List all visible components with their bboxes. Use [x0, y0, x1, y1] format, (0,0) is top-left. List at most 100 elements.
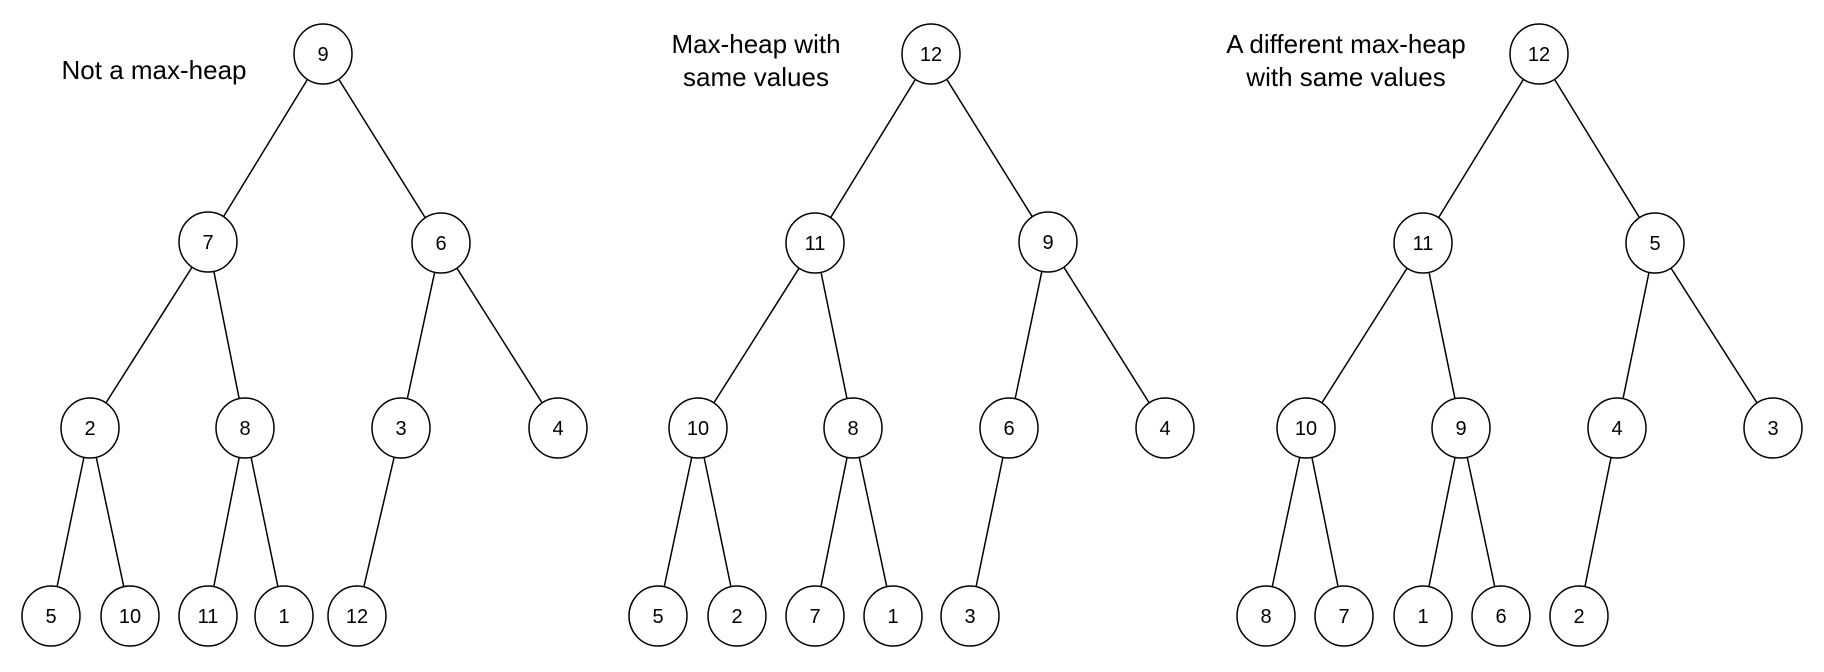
- tree-edge: [1008, 241, 1049, 429]
- tree-node-value: 3: [1767, 418, 1778, 440]
- tree-node-value: 11: [805, 233, 826, 255]
- caption-line: Not a max-heap: [61, 55, 247, 85]
- tree-edge: [697, 242, 816, 429]
- tree-node-circle: [707, 585, 767, 647]
- tree-node-value: 8: [847, 418, 858, 440]
- tree-node-value: 12: [346, 606, 368, 628]
- tree-node-value: 9: [1455, 418, 1466, 440]
- tree-node-circle: [1587, 397, 1647, 459]
- tree-edge: [322, 53, 442, 244]
- tree-edge: [1654, 242, 1774, 429]
- tree-edge: [1047, 241, 1166, 429]
- tree-node-circle: [628, 585, 688, 647]
- tree-node-value: 7: [202, 232, 213, 254]
- tree-node-circle: [785, 212, 845, 274]
- tree-edge: [1578, 427, 1618, 617]
- tree-node-circle: [1509, 23, 1569, 85]
- tree-node-value: 8: [1260, 606, 1271, 628]
- tree-node-value: 9: [317, 44, 328, 66]
- tree-node-circle: [1314, 585, 1374, 647]
- tree-node-value: 3: [395, 418, 406, 440]
- tree-node-circle: [1431, 397, 1491, 459]
- tree-node-value: 8: [239, 418, 250, 440]
- tree-node-circle: [979, 397, 1039, 459]
- tree-node-circle: [178, 211, 238, 273]
- tree-node-circle: [178, 585, 238, 647]
- tree-node-value: 10: [119, 606, 141, 628]
- tree-node-circle: [528, 397, 588, 459]
- tree-node-value: 4: [1611, 418, 1622, 440]
- tree-node-circle: [668, 397, 728, 459]
- caption-line: A different max-heap: [1226, 29, 1466, 59]
- tree-edge: [356, 427, 402, 617]
- tree-node-circle: [411, 212, 471, 274]
- tree-node-value: 6: [1003, 418, 1014, 440]
- tree-node-value: 4: [552, 418, 563, 440]
- tree-edge: [89, 427, 131, 617]
- tree-edge: [207, 241, 246, 429]
- tree-edge: [1422, 53, 1540, 244]
- caption-line: Max-heap with: [671, 29, 841, 59]
- tree-node-circle: [1743, 397, 1803, 459]
- tree-node-value: 1: [1417, 606, 1428, 628]
- tree-node-circle: [21, 585, 81, 647]
- tree-edge: [1616, 242, 1656, 429]
- tree-node-circle: [823, 397, 883, 459]
- tree-node-value: 5: [652, 606, 663, 628]
- tree-node-value: 11: [1413, 233, 1434, 255]
- tree-node-circle: [940, 585, 1000, 647]
- tree-node-value: 7: [809, 606, 820, 628]
- caption-not-a-max-heap: Not a max-heap: [62, 54, 247, 87]
- tree-node-value: 2: [731, 606, 742, 628]
- tree-edge: [969, 427, 1010, 617]
- tree-node-circle: [1236, 585, 1296, 647]
- tree-node-circle: [863, 585, 923, 647]
- tree-edge: [50, 427, 91, 617]
- tree-node-circle: [371, 397, 431, 459]
- caption-line: with same values: [1246, 62, 1446, 92]
- tree-edge: [814, 53, 932, 244]
- caption-line: same values: [683, 62, 829, 92]
- tree-node-value: 12: [920, 44, 942, 66]
- tree-edge: [1305, 242, 1424, 429]
- tree-node-value: 10: [687, 418, 709, 440]
- tree-edge: [657, 427, 699, 617]
- tree-node-value: 11: [198, 606, 219, 628]
- caption-max-heap-same-values: Max-heap with same values: [671, 28, 840, 94]
- tree-node-circle: [901, 23, 961, 85]
- tree-edge: [1422, 427, 1462, 617]
- tree-node-value: 5: [45, 606, 56, 628]
- tree-node-circle: [1276, 397, 1336, 459]
- tree-node-value: 7: [1338, 606, 1349, 628]
- tree-edge: [244, 427, 285, 617]
- tree-node-circle: [254, 585, 314, 647]
- tree-node-circle: [327, 585, 387, 647]
- tree-node-circle: [1018, 211, 1078, 273]
- tree-edge: [1538, 53, 1656, 244]
- tree-node-value: 6: [1495, 606, 1506, 628]
- tree-node-circle: [1471, 585, 1531, 647]
- tree-node-circle: [1393, 212, 1453, 274]
- tree-node-circle: [215, 397, 275, 459]
- tree-node-circle: [1625, 212, 1685, 274]
- tree-node-value: 1: [887, 606, 898, 628]
- tree-node-circle: [1393, 585, 1453, 647]
- tree-node-circle: [60, 397, 120, 459]
- tree-edge: [852, 427, 894, 617]
- tree-edge: [207, 53, 324, 243]
- tree-node-value: 4: [1159, 418, 1170, 440]
- tree-edge: [814, 242, 854, 429]
- tree-node-circle: [785, 585, 845, 647]
- tree-edge: [1460, 427, 1502, 617]
- tree-edge: [697, 427, 738, 617]
- tree-edge: [89, 241, 209, 429]
- tree-node-value: 9: [1042, 232, 1053, 254]
- tree-node-value: 10: [1295, 418, 1317, 440]
- tree-edge: [1422, 242, 1462, 429]
- tree-node-circle: [1135, 397, 1195, 459]
